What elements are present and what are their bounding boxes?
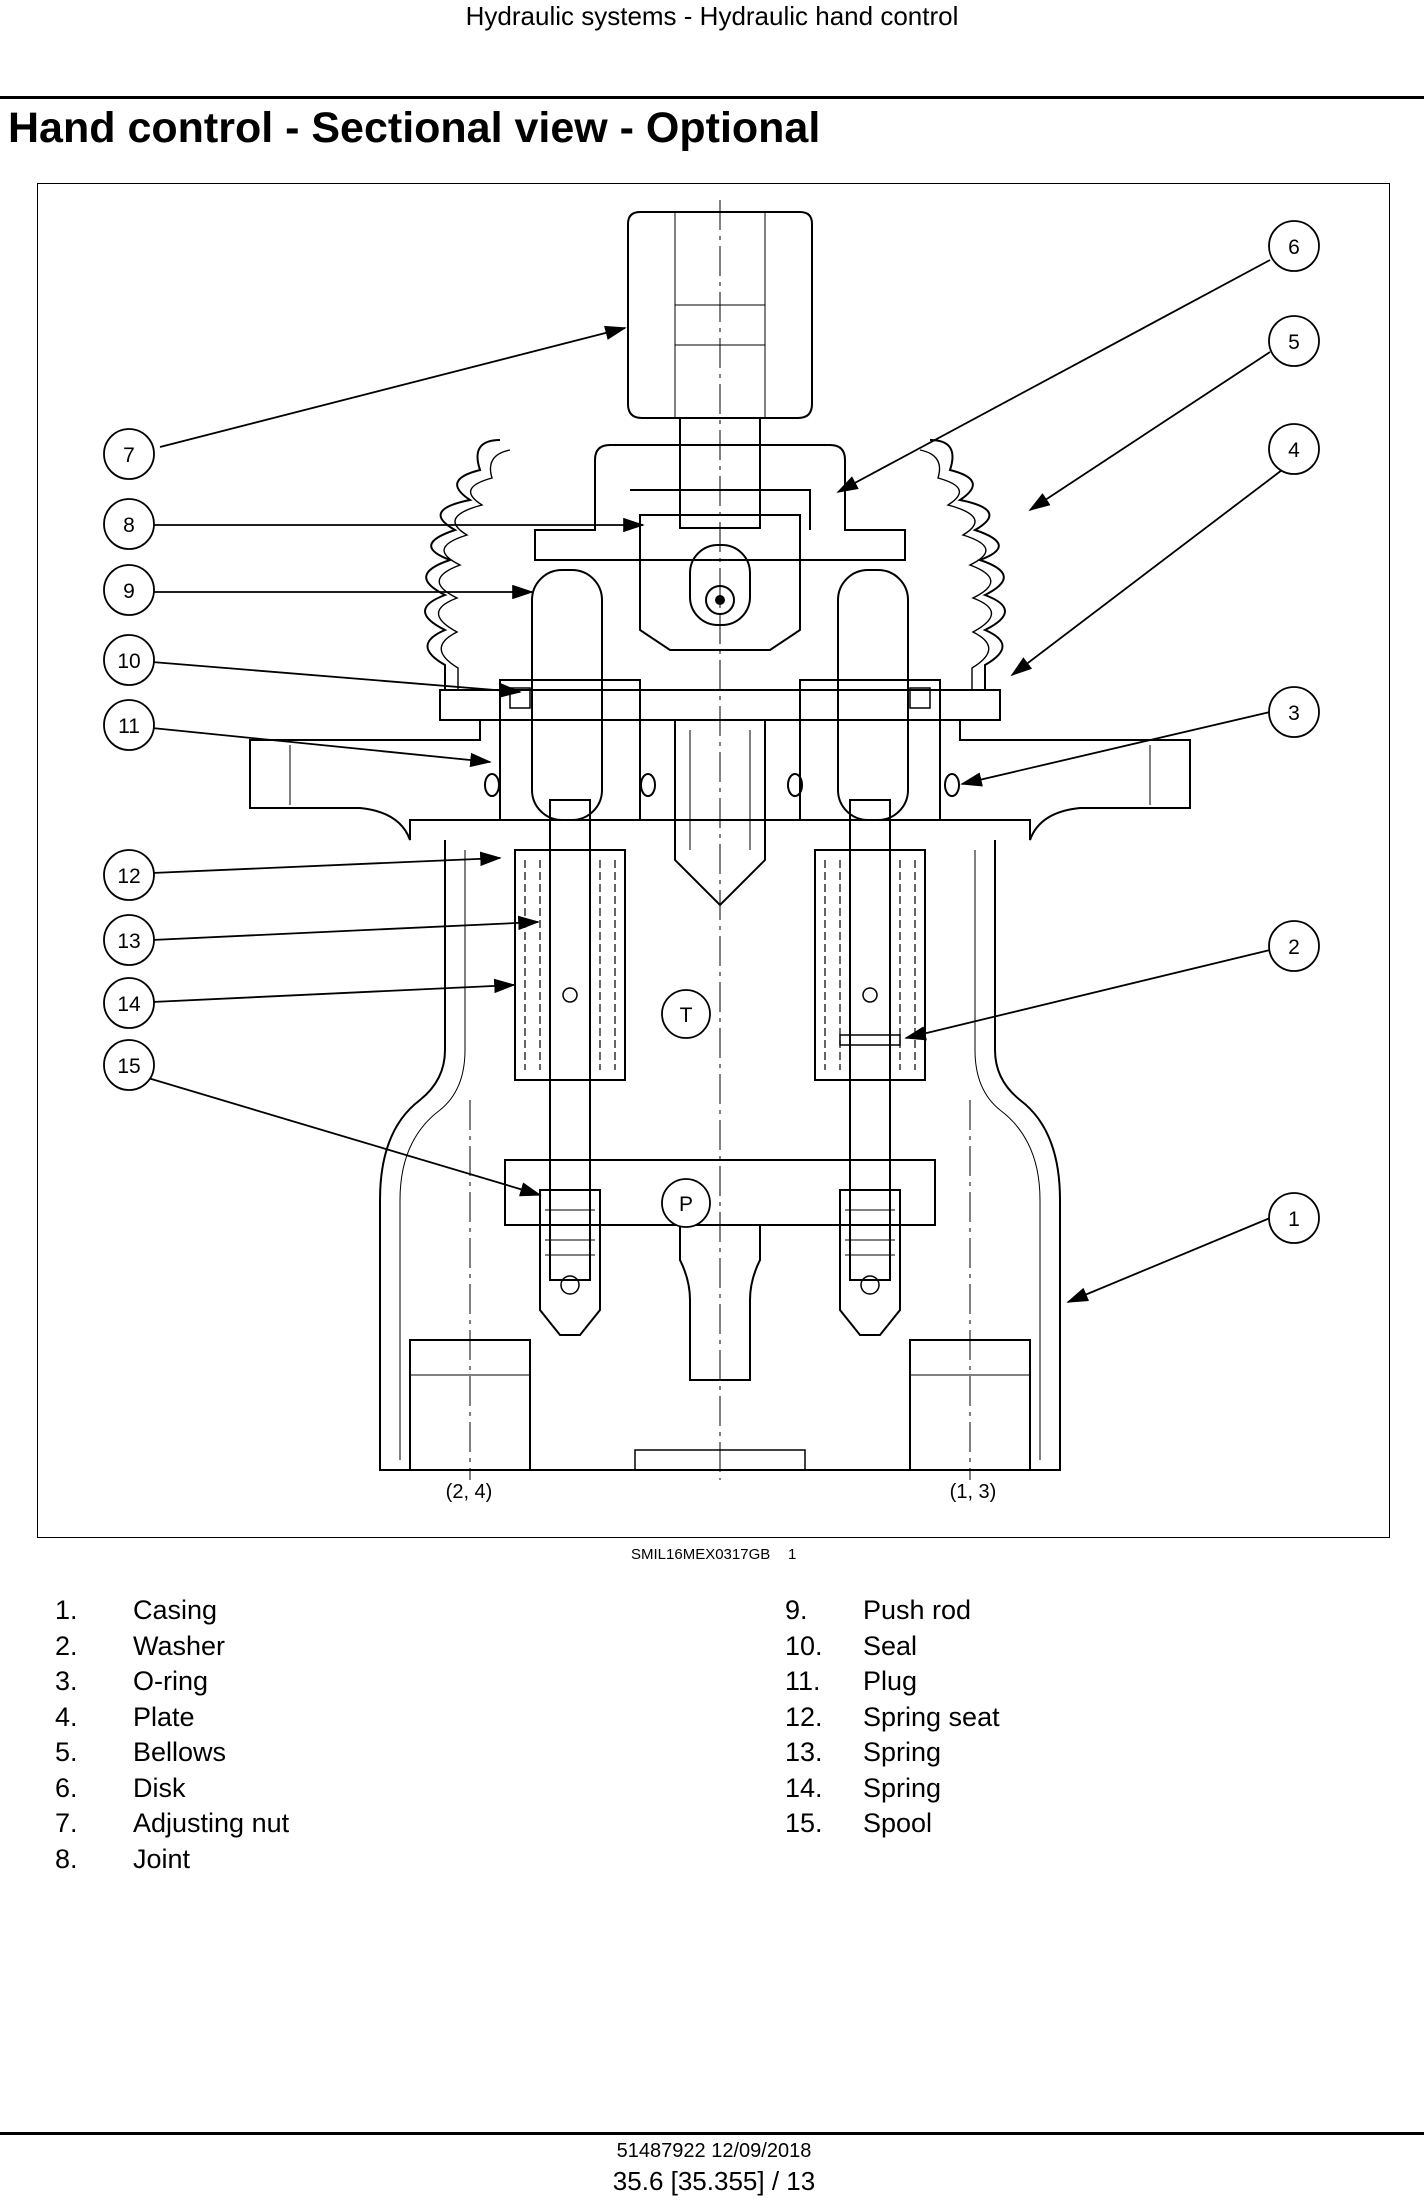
spring-housing-right: [814, 849, 926, 1081]
svg-text:6: 6: [1288, 236, 1300, 259]
section-label-right: (1, 3): [950, 1481, 997, 1503]
figure-number: 1: [788, 1546, 797, 1563]
legend-item: 9.Push rod: [785, 1595, 972, 1625]
legend-item: 15.Spool: [785, 1808, 933, 1838]
legend-item: 11.Plug: [785, 1666, 918, 1696]
svg-text:9: 9: [123, 580, 135, 603]
callout-12: 12: [103, 849, 155, 901]
svg-text:8: 8: [123, 514, 135, 537]
figure-frame: [37, 183, 1390, 1538]
footer-page-ref: 35.6 [35.355] / 13: [612, 2166, 816, 2196]
callout-7: 7: [103, 428, 155, 480]
callout-10: 10: [103, 634, 155, 686]
disk-shape: [534, 444, 906, 561]
legend-item: 13.Spring: [785, 1737, 942, 1767]
bellows-right: [929, 439, 1006, 690]
legend-item: 1.Casing: [55, 1595, 218, 1625]
callout-4: 4: [1268, 423, 1320, 475]
footer-doc-ref: 51487922 12/09/2018: [616, 2140, 812, 2162]
callout-15: 15: [103, 1039, 155, 1091]
joint-shape: [639, 514, 801, 651]
sectional-view-drawing: T P (2, 4) (1, 3) 1 2 3 4 5 6 7 8 9: [103, 200, 1320, 1503]
callout-6: 6: [1268, 220, 1320, 272]
legend-column-right: 9.Push rod 10.Seal 11.Plug 12.Spring sea…: [785, 1593, 1345, 1842]
svg-text:4: 4: [1288, 439, 1300, 462]
spool-right: [849, 799, 891, 1281]
push-rod-right: [837, 569, 909, 821]
legend-item: 5.Bellows: [55, 1737, 227, 1767]
svg-text:13: 13: [117, 930, 140, 953]
tank-port-marker: [661, 989, 711, 1039]
legend-item: 3.O-ring: [55, 1666, 209, 1696]
adjusting-nut-shape: [627, 211, 813, 419]
push-rod-left: [531, 569, 603, 821]
callout-3: 3: [1268, 686, 1320, 738]
legend-item: 12.Spring seat: [785, 1701, 1000, 1732]
svg-text:3: 3: [1288, 702, 1300, 725]
svg-text:1: 1: [1288, 1208, 1300, 1231]
svg-text:15: 15: [117, 1055, 140, 1078]
callout-1: 1: [1268, 1192, 1320, 1244]
callout-2: 2: [1268, 920, 1320, 972]
bellows-left: [424, 439, 501, 690]
svg-text:10: 10: [117, 650, 140, 673]
svg-text:12: 12: [117, 865, 140, 888]
legend-item: 10.Seal: [785, 1630, 918, 1661]
legend-column-left: 1.Casing 2.Washer 3.O-ring 4.Plate 5.Bel…: [55, 1593, 615, 1877]
svg-text:11: 11: [118, 715, 140, 738]
legend-item: 14.Spring: [785, 1772, 942, 1803]
callout-8: 8: [103, 498, 155, 550]
casing-flange: [249, 719, 1191, 841]
footer-rule: [0, 2132, 1424, 2135]
legend-item: 7.Adjusting nut: [55, 1808, 290, 1838]
pressure-port-marker: [661, 1178, 711, 1228]
spring-housing-left: [514, 849, 626, 1081]
callout-5: 5: [1268, 315, 1320, 367]
figure-code: SMIL16MEX0317GB: [631, 1546, 771, 1563]
header-rule: [0, 96, 1424, 99]
legend-item: 4.Plate: [55, 1701, 195, 1732]
callout-14: 14: [103, 977, 155, 1029]
tank-port-label: T: [680, 1004, 693, 1027]
page-title: Hand control - Sectional view - Optional: [8, 104, 821, 152]
svg-text:2: 2: [1288, 936, 1300, 959]
callout-13: 13: [103, 914, 155, 966]
legend-item: 2.Washer: [55, 1630, 226, 1661]
running-header: Hydraulic systems - Hydraulic hand contr…: [465, 1, 959, 31]
legend-item: 6.Disk: [55, 1772, 186, 1803]
svg-text:5: 5: [1288, 331, 1300, 354]
plate-shape: [439, 689, 1001, 721]
svg-text:7: 7: [123, 444, 135, 467]
pressure-gallery: [504, 1159, 936, 1226]
callout-9: 9: [103, 564, 155, 616]
callout-11: 11: [103, 699, 155, 751]
spool-left: [549, 799, 591, 1281]
section-label-left: (2, 4): [446, 1481, 493, 1503]
pressure-port-label: P: [679, 1193, 693, 1216]
svg-text:14: 14: [117, 993, 141, 1016]
legend-item: 8.Joint: [55, 1843, 191, 1874]
